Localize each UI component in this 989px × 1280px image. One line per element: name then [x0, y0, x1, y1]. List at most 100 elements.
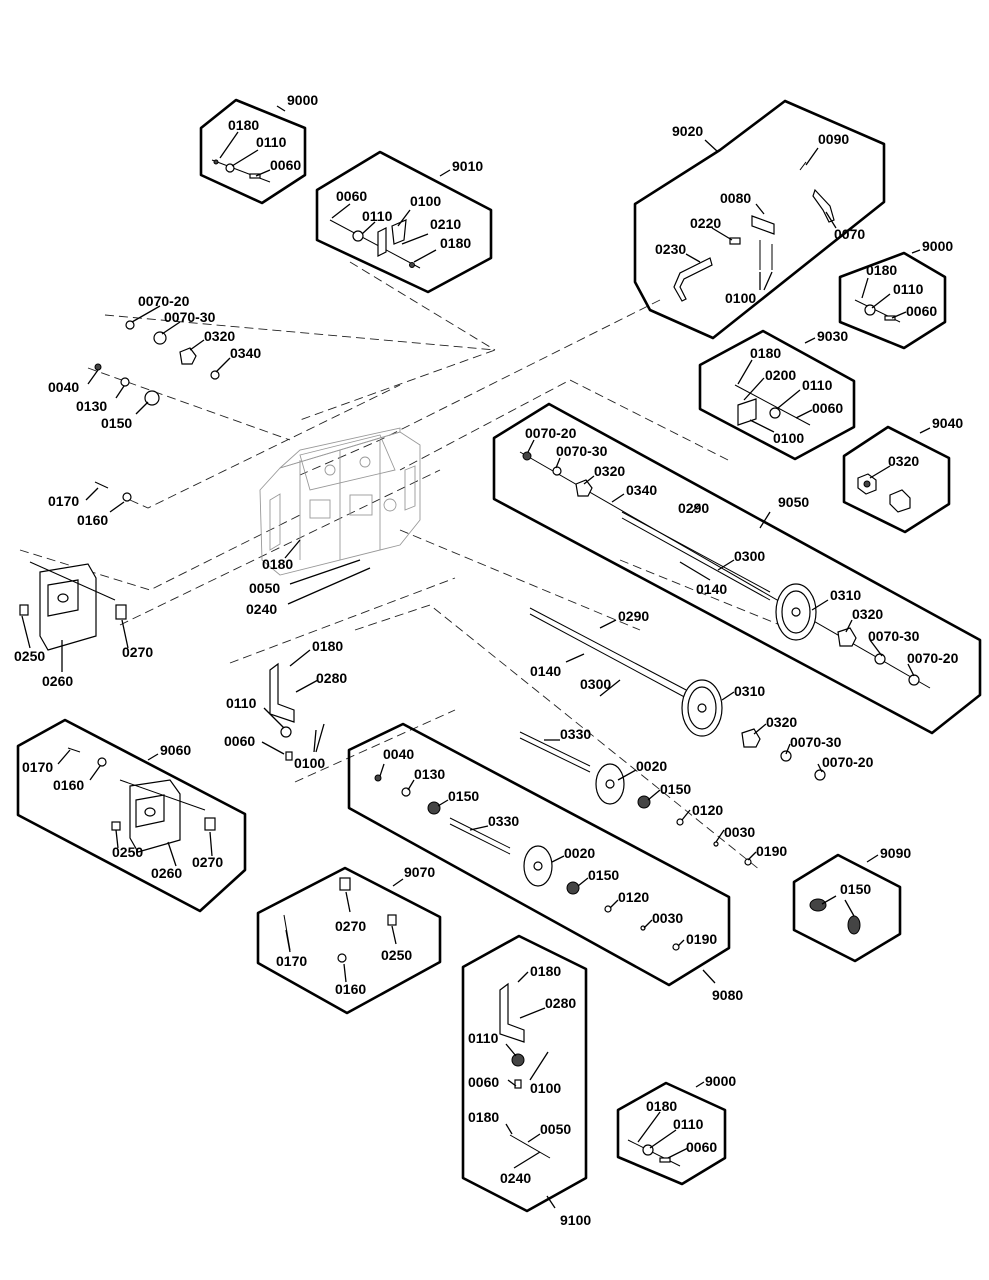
- callout: 0030: [724, 824, 755, 840]
- callout: 0070: [834, 226, 865, 242]
- callout: 0340: [626, 482, 657, 498]
- callout: 0250: [381, 947, 412, 963]
- callout: 0020: [564, 845, 595, 861]
- callout: 0310: [734, 683, 765, 699]
- callout: 0030: [652, 910, 683, 926]
- callout: 0270: [122, 644, 153, 660]
- callout: 0330: [488, 813, 519, 829]
- callout: 0160: [53, 777, 84, 793]
- callout: 0060: [906, 303, 937, 319]
- callout: 0180: [440, 235, 471, 251]
- callout: 0140: [530, 663, 561, 679]
- kit-number: 9070: [404, 864, 435, 880]
- callout: 0180: [468, 1109, 499, 1125]
- callout: 0170: [276, 953, 307, 969]
- callout: 0270: [192, 854, 223, 870]
- callout: 0150: [448, 788, 479, 804]
- callout: 0070-20: [138, 293, 190, 309]
- callout: 0320: [204, 328, 235, 344]
- kit-number: 9000: [705, 1073, 736, 1089]
- kit-9010: 9010: [315, 150, 493, 294]
- kit-9080: 9080: [347, 722, 743, 1003]
- callout: 0140: [696, 581, 727, 597]
- kit-number: 9030: [817, 328, 848, 344]
- callout: 0150: [660, 781, 691, 797]
- callout: 0060: [270, 157, 301, 173]
- callout: 0220: [690, 215, 721, 231]
- callout: 0110: [802, 377, 833, 393]
- kit-9000-right: 9000: [838, 238, 953, 350]
- callout: 0280: [316, 670, 347, 686]
- kit-9070: 9070: [256, 864, 442, 1015]
- callout: 0300: [580, 676, 611, 692]
- callout: 0070-30: [556, 443, 608, 459]
- leader-lines: [21, 131, 915, 1169]
- callout: 0250: [14, 648, 45, 664]
- callout: 0100: [410, 193, 441, 209]
- callout: 0250: [112, 844, 143, 860]
- callout: 0100: [773, 430, 804, 446]
- callout: 0320: [852, 606, 883, 622]
- kit-9090: 9090: [792, 845, 911, 963]
- callout: 0060: [686, 1139, 717, 1155]
- callout: 0160: [77, 512, 108, 528]
- callout: 0320: [888, 453, 919, 469]
- kit-9030: 9030: [698, 328, 856, 461]
- kit-number: 9060: [160, 742, 191, 758]
- part-callouts: 0180 0110 0060 0060 0110 0100 0210 0180 …: [14, 117, 959, 1186]
- callout: 0060: [224, 733, 255, 749]
- kit-number: 9050: [778, 494, 809, 510]
- kit-9020: 9020: [633, 99, 886, 340]
- callout: 0190: [686, 931, 717, 947]
- callout: 0340: [230, 345, 261, 361]
- callout: 0150: [101, 415, 132, 431]
- callout: 0240: [246, 601, 277, 617]
- callout: 0070-20: [822, 754, 874, 770]
- callout: 0320: [594, 463, 625, 479]
- callout: 0180: [750, 345, 781, 361]
- kit-9000-top: 9000: [199, 92, 318, 205]
- callout: 0020: [636, 758, 667, 774]
- parts-drawings: [19, 159, 931, 1167]
- gearbox-housing: [259, 427, 421, 576]
- callout: 0130: [76, 398, 107, 414]
- callout: 0230: [655, 241, 686, 257]
- callout: 0180: [866, 262, 897, 278]
- callout: 0200: [765, 367, 796, 383]
- callout: 0070-20: [907, 650, 959, 666]
- callout: 0150: [588, 867, 619, 883]
- kit-9100: 9100: [461, 934, 591, 1228]
- callout: 0130: [414, 766, 445, 782]
- callout: 0180: [530, 963, 561, 979]
- callout: 0190: [756, 843, 787, 859]
- callout: 0120: [618, 889, 649, 905]
- callout: 0270: [335, 918, 366, 934]
- callout: 0180: [646, 1098, 677, 1114]
- callout: 0260: [151, 865, 182, 881]
- callout: 0310: [830, 587, 861, 603]
- callout: 0110: [362, 208, 393, 224]
- callout: 0320: [766, 714, 797, 730]
- callout: 0110: [226, 695, 257, 711]
- kit-9040: 9040: [842, 415, 963, 534]
- kit-number: 9020: [672, 123, 703, 139]
- callout: 0160: [335, 981, 366, 997]
- callout: 0100: [294, 755, 325, 771]
- callout: 0100: [530, 1080, 561, 1096]
- callout: 0180: [312, 638, 343, 654]
- callout: 0170: [48, 493, 79, 509]
- callout: 0260: [42, 673, 73, 689]
- callout: 0240: [500, 1170, 531, 1186]
- callout: 0110: [468, 1030, 499, 1046]
- callout: 0060: [812, 400, 843, 416]
- callout: 0070-30: [164, 309, 216, 325]
- kit-9050: 9050: [492, 402, 982, 735]
- callout: 0330: [560, 726, 591, 742]
- kit-number: 9000: [287, 92, 318, 108]
- callout: 0040: [48, 379, 79, 395]
- callout: 0080: [720, 190, 751, 206]
- callout: 0070-30: [868, 628, 920, 644]
- kit-9000-bottom: 9000: [616, 1073, 736, 1186]
- callout: 0170: [22, 759, 53, 775]
